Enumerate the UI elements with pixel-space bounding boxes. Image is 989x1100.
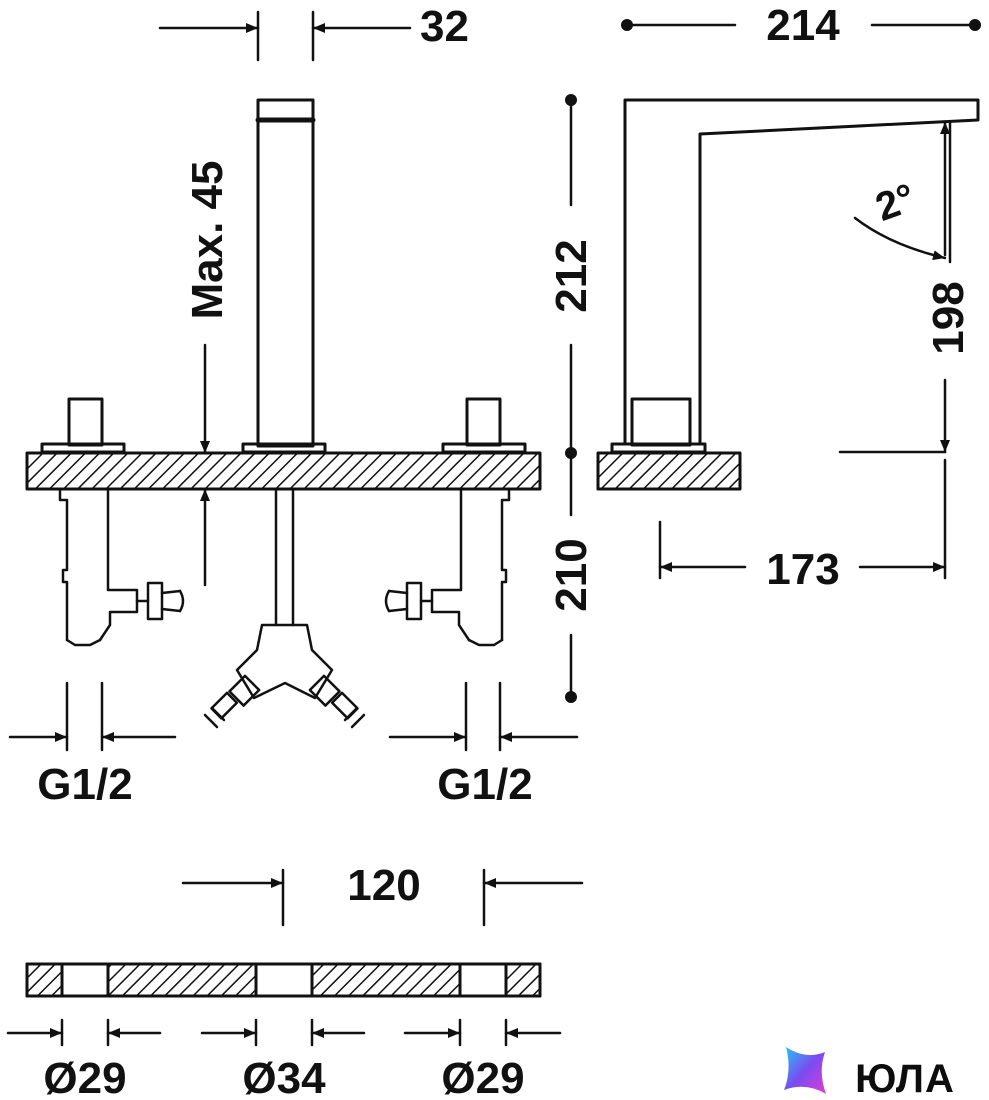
label-thread-left: G1/2 — [37, 760, 132, 809]
label-handle-spacing: 120 — [347, 861, 420, 910]
label-max-deck: Max. 45 — [183, 161, 232, 320]
label-under-deck: 210 — [547, 538, 596, 611]
label-spout-height: 198 — [924, 281, 973, 354]
deck-side-view — [596, 451, 742, 491]
right-handle — [441, 397, 527, 454]
center-y-connector — [203, 488, 366, 729]
spout-column — [241, 98, 327, 454]
label-spout-width: 32 — [420, 2, 469, 51]
spout-side-profile — [610, 98, 980, 454]
label-hole-center: Ø34 — [242, 1054, 326, 1100]
left-valve-body — [58, 488, 185, 647]
label-hole-right: Ø29 — [441, 1054, 524, 1100]
label-reach: 173 — [766, 545, 839, 594]
left-handle — [40, 397, 126, 454]
dim-spout-width-lines — [158, 10, 412, 62]
dim-thread-left-lines — [8, 681, 177, 752]
brand-logo: ЮЛА — [784, 1047, 955, 1100]
label-angle: 2° — [870, 176, 921, 230]
dim-vertical-main-lines — [565, 94, 577, 703]
label-thread-right: G1/2 — [437, 760, 532, 809]
right-valve-body — [384, 488, 511, 647]
dim-spout-height-lines — [838, 120, 952, 454]
dim-handle-spacing-lines — [181, 868, 584, 927]
label-depth: 214 — [766, 1, 840, 50]
dim-angle-arc — [853, 216, 947, 261]
dim-thread-right-lines — [388, 681, 579, 752]
deck-front-view — [25, 451, 542, 491]
dim-depth-lines — [621, 19, 981, 31]
deck-hole-plan — [25, 962, 542, 998]
label-hole-left: Ø29 — [43, 1054, 126, 1100]
dim-reach-lines — [658, 458, 947, 580]
sparkle-star-icon — [784, 1047, 826, 1094]
dim-hole-lines — [6, 1018, 562, 1047]
brand-name: ЮЛА — [855, 1057, 955, 1100]
label-total-height: 212 — [547, 239, 596, 312]
